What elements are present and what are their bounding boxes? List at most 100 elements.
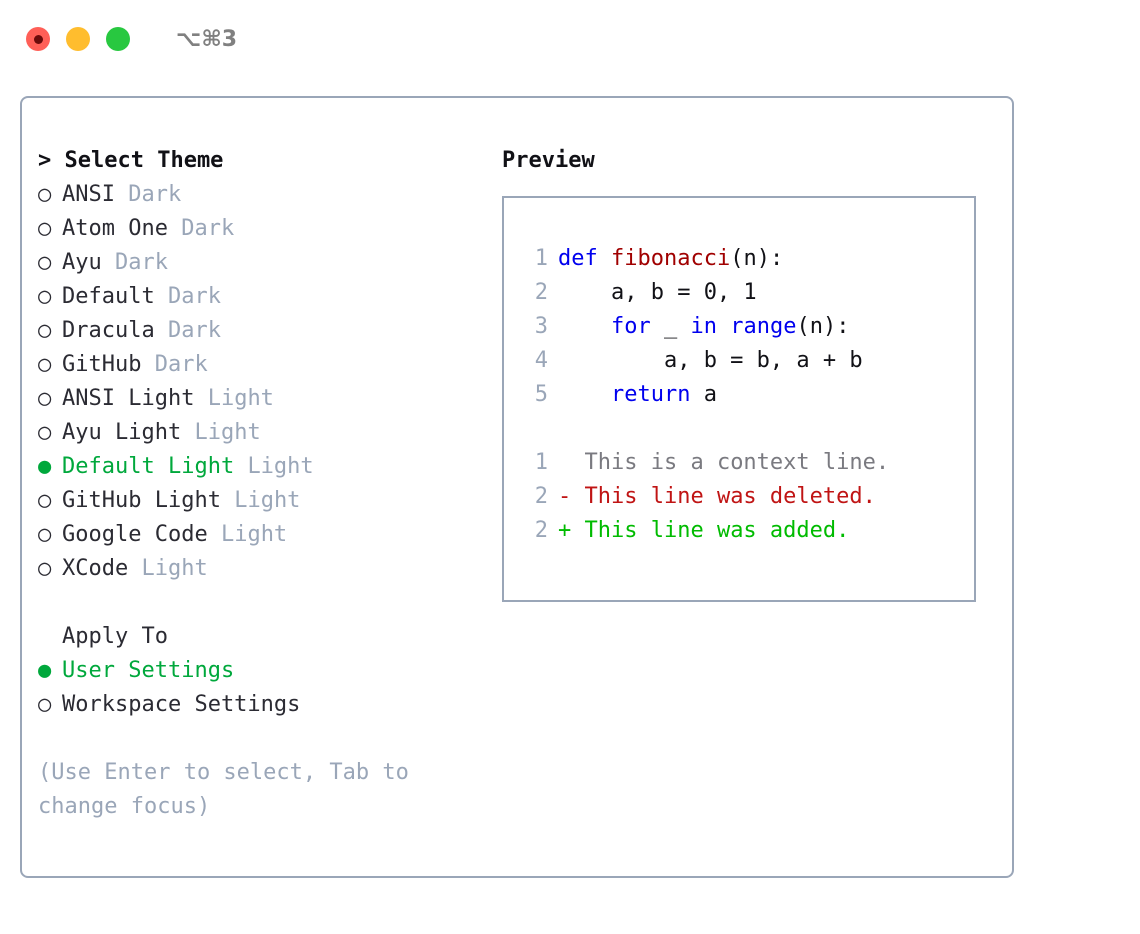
theme-name-badge-space bbox=[155, 318, 168, 343]
apply-to-header: Apply To bbox=[38, 620, 488, 654]
theme-mode-badge: Light bbox=[234, 488, 301, 513]
code-line: 1 def fibonacci(n): bbox=[520, 242, 974, 276]
list-spacer bbox=[38, 586, 488, 620]
theme-name-badge-space bbox=[155, 284, 168, 309]
theme-list-item[interactable]: ●Default Light Light bbox=[38, 450, 488, 484]
apply-to-option[interactable]: ●User Settings bbox=[38, 654, 488, 688]
code-line-number: 5 bbox=[534, 382, 548, 407]
theme-list-item[interactable]: ○ Atom One Dark bbox=[38, 212, 488, 246]
theme-name-label: Google Code bbox=[62, 522, 208, 547]
radio-unselected-icon[interactable]: ○ bbox=[38, 420, 52, 445]
radio-unselected-icon[interactable]: ○ bbox=[38, 352, 52, 377]
code-token: (n): bbox=[730, 246, 784, 271]
theme-mode-badge: Light bbox=[141, 556, 208, 581]
theme-list-item[interactable]: ○Ayu Light Light bbox=[38, 416, 488, 450]
apply-to-header-label: Apply To bbox=[62, 624, 168, 649]
diff-line: 2- This line was deleted. bbox=[520, 480, 974, 514]
code-token: range bbox=[730, 314, 797, 339]
theme-name-badge-space bbox=[102, 250, 115, 275]
theme-list-item[interactable]: ○GitHub Light Light bbox=[38, 484, 488, 518]
theme-mode-badge: Dark bbox=[115, 250, 168, 275]
code-token: def bbox=[558, 246, 611, 271]
preview-box: 1 def fibonacci(n): 2 a, b = 0, 1 3 for _ i… bbox=[502, 196, 976, 602]
apply-to-header-indent bbox=[38, 620, 62, 654]
theme-mode-badge: Dark bbox=[128, 182, 182, 207]
code-line-number: 2 bbox=[534, 280, 548, 305]
theme-name-label: Default Light bbox=[62, 454, 235, 479]
keyboard-hint-text: (Use Enter to select, Tab to change focu… bbox=[38, 760, 423, 819]
diff-line: 2+ This line was added. bbox=[520, 514, 974, 548]
radio-unselected-icon[interactable]: ○ bbox=[38, 692, 52, 717]
apply-to-list: ●User Settings ○ Workspace Settings bbox=[38, 654, 488, 722]
code-token bbox=[717, 314, 730, 339]
diff-text: This is a context line. bbox=[571, 450, 890, 475]
code-token bbox=[558, 314, 611, 339]
code-token: fibonacci bbox=[610, 246, 731, 271]
code-line: 3 for _ in range(n): bbox=[520, 310, 974, 344]
theme-name-badge-space bbox=[234, 454, 247, 479]
apply-to-option-label: Workspace Settings bbox=[62, 692, 301, 717]
theme-name-label: Atom One bbox=[62, 216, 168, 241]
theme-name-badge-space bbox=[168, 216, 181, 241]
theme-list-item[interactable]: ○ Google Code Light bbox=[38, 518, 488, 552]
radio-unselected-icon[interactable]: ○ bbox=[38, 318, 52, 343]
radio-unselected-icon[interactable]: ○ bbox=[38, 284, 52, 309]
theme-selection-column: > Select Theme ○ANSI Dark○Atom One Dark○… bbox=[38, 144, 488, 824]
theme-list-item[interactable]: ○Default Dark bbox=[38, 280, 488, 314]
radio-unselected-icon[interactable]: ○ bbox=[38, 216, 52, 241]
radio-unselected-icon[interactable]: ○ bbox=[38, 556, 52, 581]
preview-header: Preview bbox=[502, 148, 595, 173]
diff-line-number: 2 bbox=[534, 518, 548, 543]
theme-list-item[interactable]: ○ANSI Light Light bbox=[38, 382, 488, 416]
traffic-light-dots bbox=[26, 27, 130, 51]
code-line-number: 1 bbox=[534, 246, 548, 271]
radio-selected-icon[interactable]: ● bbox=[38, 658, 52, 683]
theme-list-item[interactable]: ○ANSI Dark bbox=[38, 178, 488, 212]
close-inner-dot-icon bbox=[33, 34, 43, 44]
maximize-button-icon[interactable] bbox=[106, 27, 130, 51]
theme-name-label: Default bbox=[62, 284, 155, 309]
radio-unselected-icon[interactable]: ○ bbox=[38, 522, 52, 547]
theme-name-label: Dracula bbox=[62, 318, 155, 343]
diff-line-number: 2 bbox=[534, 484, 548, 509]
code-line: 4 a, b = b, a + b bbox=[520, 344, 974, 378]
diff-line: 1 This is a context line. bbox=[520, 446, 974, 480]
keyboard-shortcut-label: ⌥⌘3 bbox=[176, 26, 238, 52]
theme-list-item[interactable]: ○Dracula Dark bbox=[38, 314, 488, 348]
theme-name-label: XCode bbox=[62, 556, 129, 581]
theme-list-item[interactable]: ○Ayu Dark bbox=[38, 246, 488, 280]
code-line-number: 3 bbox=[534, 314, 548, 339]
theme-name-badge-space bbox=[208, 522, 221, 547]
theme-name-badge-space bbox=[115, 182, 128, 207]
diff-sign: - bbox=[558, 484, 572, 509]
theme-name-badge-space bbox=[221, 488, 234, 513]
radio-unselected-icon[interactable]: ○ bbox=[38, 386, 52, 411]
theme-mode-badge: Dark bbox=[181, 216, 235, 241]
theme-list-item[interactable]: ○GitHub Dark bbox=[38, 348, 488, 382]
apply-to-option[interactable]: ○ Workspace Settings bbox=[38, 688, 488, 722]
close-button-icon[interactable] bbox=[26, 27, 50, 51]
code-token: a, b = 0, 1 bbox=[558, 280, 757, 305]
code-token bbox=[558, 382, 611, 407]
theme-list: ○ANSI Dark○Atom One Dark○Ayu Dark○Defaul… bbox=[38, 178, 488, 586]
code-token: a, b = b, a + b bbox=[558, 348, 863, 373]
minimize-button-icon[interactable] bbox=[66, 27, 90, 51]
code-token: in bbox=[690, 314, 717, 339]
theme-name-label: Ayu Light bbox=[62, 420, 182, 445]
diff-text: This line was deleted. bbox=[571, 484, 876, 509]
title-bar: ⌥⌘3 bbox=[0, 0, 1140, 78]
code-token: return bbox=[610, 382, 691, 407]
code-token: _ bbox=[650, 314, 691, 339]
code-line-number: 4 bbox=[534, 348, 548, 373]
theme-name-badge-space bbox=[181, 420, 194, 445]
radio-unselected-icon[interactable]: ○ bbox=[38, 250, 52, 275]
theme-name-badge-space bbox=[128, 556, 141, 581]
theme-mode-badge: Light bbox=[220, 522, 288, 547]
radio-selected-icon[interactable]: ● bbox=[38, 454, 52, 479]
theme-list-item[interactable]: ○ XCode Light bbox=[38, 552, 488, 586]
theme-name-label: GitHub bbox=[62, 352, 142, 377]
preview-column: Preview 1 def fibonacci(n): 2 a, b = 0, 1 3… bbox=[502, 144, 992, 602]
radio-unselected-icon[interactable]: ○ bbox=[38, 182, 52, 207]
radio-unselected-icon[interactable]: ○ bbox=[38, 488, 52, 513]
